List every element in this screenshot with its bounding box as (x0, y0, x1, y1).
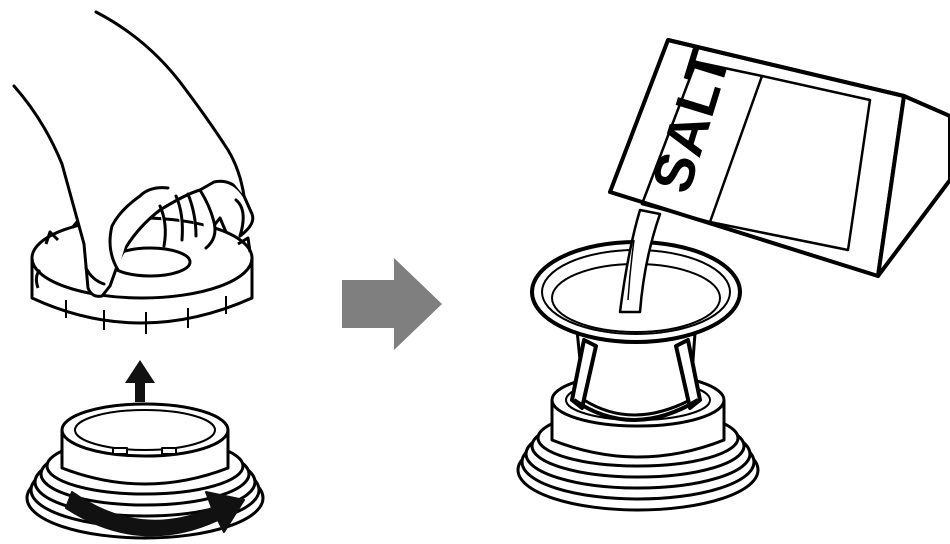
salt-box (608, 38, 950, 278)
reservoir-opening-right (516, 372, 760, 512)
arrow-up-icon (125, 360, 155, 402)
salt-stream (618, 208, 662, 314)
rotate-arrow-icon (65, 491, 245, 537)
hand-icon (12, 10, 255, 298)
arrow-right-icon (342, 258, 442, 350)
cap-icon (30, 216, 254, 334)
